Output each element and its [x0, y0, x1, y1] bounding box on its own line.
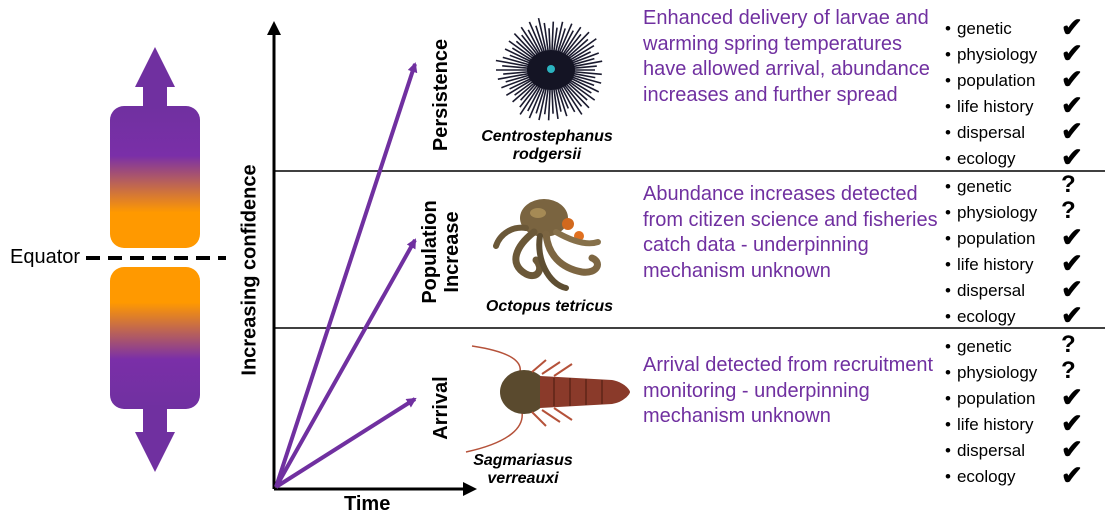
- bullet: •: [945, 441, 951, 460]
- criteria-list-population-increase: • genetic? • physiology? • population ✔ • life h…: [945, 174, 1095, 330]
- bullet: •: [945, 307, 951, 326]
- checkmark-icon: ✔: [1061, 410, 1083, 436]
- octopus-icon: [486, 188, 616, 296]
- checkmark-icon: ✔: [1061, 66, 1083, 92]
- stage-description: Abundance increases detected from citize…: [643, 182, 943, 284]
- criterion-label: dispersal: [957, 123, 1025, 142]
- bullet: •: [945, 203, 951, 222]
- criteria-list-persistence: • genetic ✔ • physiology ✔ • population ✔ • life h…: [945, 16, 1095, 172]
- poleward-arrow-up: [135, 47, 175, 87]
- bullet: •: [945, 19, 951, 38]
- species-name: Centrostephanus rodgersii: [462, 128, 632, 164]
- criterion-label: genetic: [957, 337, 1012, 356]
- criterion-label: ecology: [957, 307, 1016, 326]
- bullet: •: [945, 363, 951, 382]
- checkmark-icon: ✔: [1061, 144, 1083, 170]
- arrow-arrival: [276, 399, 415, 487]
- species-name: Octopus tetricus: [462, 298, 637, 316]
- stage-label-persistence: Persistence: [430, 39, 452, 151]
- rock-lobster-icon: [462, 342, 637, 457]
- stage-label-population-increase: Population Increase: [419, 200, 463, 303]
- checkmark-icon: ✔: [1061, 436, 1083, 462]
- criterion-label: physiology: [957, 363, 1037, 382]
- criterion-label: dispersal: [957, 281, 1025, 300]
- criterion-label: life history: [957, 255, 1034, 274]
- urchin-spine: [552, 87, 553, 114]
- poleward-arrow-down: [135, 432, 175, 472]
- question-mark-icon: ?: [1061, 198, 1076, 224]
- bullet: •: [945, 45, 951, 64]
- bullet: •: [945, 389, 951, 408]
- criterion-label: ecology: [957, 467, 1016, 486]
- checkmark-icon: ✔: [1061, 302, 1083, 328]
- criterion-label: population: [957, 71, 1035, 90]
- stage-label-arrival: Arrival: [430, 376, 452, 439]
- bullet: •: [945, 467, 951, 486]
- range-shift-graphic: [86, 47, 226, 472]
- criterion-label: population: [957, 229, 1035, 248]
- checkmark-icon: ✔: [1061, 14, 1083, 40]
- checkmark-icon: ✔: [1061, 276, 1083, 302]
- criterion-label: population: [957, 389, 1035, 408]
- urchin-spine: [552, 22, 553, 53]
- checkmark-icon: ✔: [1061, 224, 1083, 250]
- criterion-label: physiology: [957, 45, 1037, 64]
- criterion-item: • ecology ✔: [945, 464, 1095, 490]
- criterion-label: dispersal: [957, 441, 1025, 460]
- criteria-list-arrival: • genetic? • physiology? • population ✔ • life h…: [945, 334, 1095, 490]
- lower-range-stem: [143, 405, 167, 433]
- checkmark-icon: ✔: [1061, 118, 1083, 144]
- bullet: •: [945, 415, 951, 434]
- question-mark-icon: ?: [1061, 332, 1076, 358]
- criterion-label: physiology: [957, 203, 1037, 222]
- question-mark-icon: ?: [1061, 172, 1076, 198]
- stage-label-line: Population: [419, 200, 441, 303]
- question-mark-icon: ?: [1061, 358, 1076, 384]
- bullet: •: [945, 123, 951, 142]
- bullet: •: [945, 97, 951, 116]
- checkmark-icon: ✔: [1061, 384, 1083, 410]
- bullet: •: [945, 71, 951, 90]
- bullet: •: [945, 177, 951, 196]
- bullet: •: [945, 229, 951, 248]
- criterion-label: life history: [957, 97, 1034, 116]
- stage-description: Enhanced delivery of larvae and warming …: [643, 6, 943, 108]
- checkmark-icon: ✔: [1061, 40, 1083, 66]
- bullet: •: [945, 281, 951, 300]
- bullet: •: [945, 149, 951, 168]
- criterion-label: life history: [957, 415, 1034, 434]
- species-name: Sagmariasus verreauxi: [458, 452, 588, 488]
- equator-label: Equator: [10, 246, 80, 269]
- criterion-label: ecology: [957, 149, 1016, 168]
- bullet: •: [945, 255, 951, 274]
- checkmark-icon: ✔: [1061, 462, 1083, 488]
- criterion-label: genetic: [957, 19, 1012, 38]
- stage-description: Arrival detected from recruitment monito…: [643, 353, 943, 430]
- lower-range-block: [110, 267, 200, 409]
- criterion-item: • ecology ✔: [945, 304, 1095, 330]
- checkmark-icon: ✔: [1061, 92, 1083, 118]
- y-axis-label: Increasing confidence: [239, 164, 262, 375]
- criterion-item: • ecology ✔: [945, 146, 1095, 172]
- bullet: •: [945, 337, 951, 356]
- upper-range-block: [110, 106, 200, 248]
- stage-label-line: Increase: [441, 200, 463, 303]
- x-axis-label: Time: [344, 493, 390, 516]
- criterion-label: genetic: [957, 177, 1012, 196]
- checkmark-icon: ✔: [1061, 250, 1083, 276]
- sea-urchin-icon: [486, 12, 616, 127]
